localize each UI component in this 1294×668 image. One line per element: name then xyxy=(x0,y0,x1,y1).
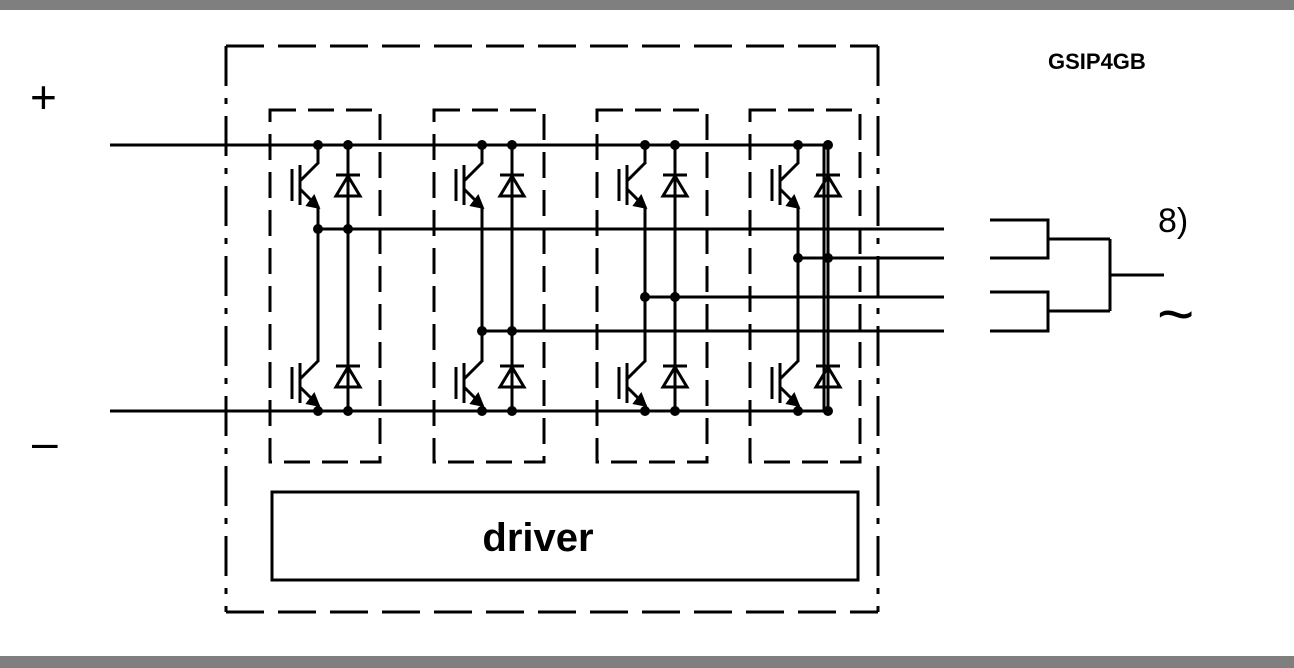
junction-dot-icon xyxy=(823,140,833,150)
part-number-label: GSIP4GB xyxy=(1048,49,1146,74)
igbt-icon xyxy=(454,359,485,408)
positive-terminal-label: + xyxy=(30,71,57,123)
igbt-icon xyxy=(290,161,321,210)
junction-dot-icon xyxy=(670,140,680,150)
junction-dot-icon xyxy=(507,140,517,150)
half-bridge-leg-2 xyxy=(432,108,546,464)
external-ac-connection xyxy=(990,218,1164,333)
half-bridge-leg-3 xyxy=(595,108,709,464)
junction-dot-icon xyxy=(507,406,517,416)
igbt-icon xyxy=(290,359,321,408)
diode-icon xyxy=(660,364,690,389)
igbt-icon xyxy=(617,359,648,408)
diode-icon xyxy=(497,364,527,389)
junction-dot-icon xyxy=(640,406,650,416)
half-bridge-leg-4 xyxy=(748,108,862,464)
module-enclosure xyxy=(224,44,880,614)
negative-terminal-label: – xyxy=(32,416,58,468)
junction-dot-icon xyxy=(793,406,803,416)
top-frame-band xyxy=(0,0,1294,10)
junction-dot-icon xyxy=(793,140,803,150)
bottom-frame-band xyxy=(0,656,1294,668)
ac-symbol-label: ~ xyxy=(1157,278,1194,350)
dc-bus xyxy=(110,143,826,413)
igbt-icon xyxy=(617,161,648,210)
junction-dot-icon xyxy=(640,140,650,150)
igbt-icon xyxy=(770,359,801,408)
junction-dot-icon xyxy=(670,406,680,416)
driver-block: driver xyxy=(270,490,860,582)
diode-icon xyxy=(813,364,843,389)
junction-dot-icon xyxy=(343,140,353,150)
junction-dot-icon xyxy=(313,140,323,150)
junction-dot-icon xyxy=(823,406,833,416)
junction-dot-icon xyxy=(477,140,487,150)
figure-label: 8) xyxy=(1158,202,1188,240)
igbt-icon xyxy=(454,161,485,210)
diode-icon xyxy=(497,173,527,198)
diode-icon xyxy=(813,173,843,198)
diode-icon xyxy=(333,364,363,389)
diode-icon xyxy=(333,173,363,198)
output-buses xyxy=(318,227,944,333)
diode-icon xyxy=(660,173,690,198)
igbt-icon xyxy=(770,161,801,210)
junction-dot-icon xyxy=(343,406,353,416)
junction-dot-icon xyxy=(313,406,323,416)
half-bridge-leg-1 xyxy=(268,108,382,464)
driver-label: driver xyxy=(482,516,593,560)
half-bridge-legs xyxy=(268,108,862,464)
junction-dot-icon xyxy=(477,406,487,416)
